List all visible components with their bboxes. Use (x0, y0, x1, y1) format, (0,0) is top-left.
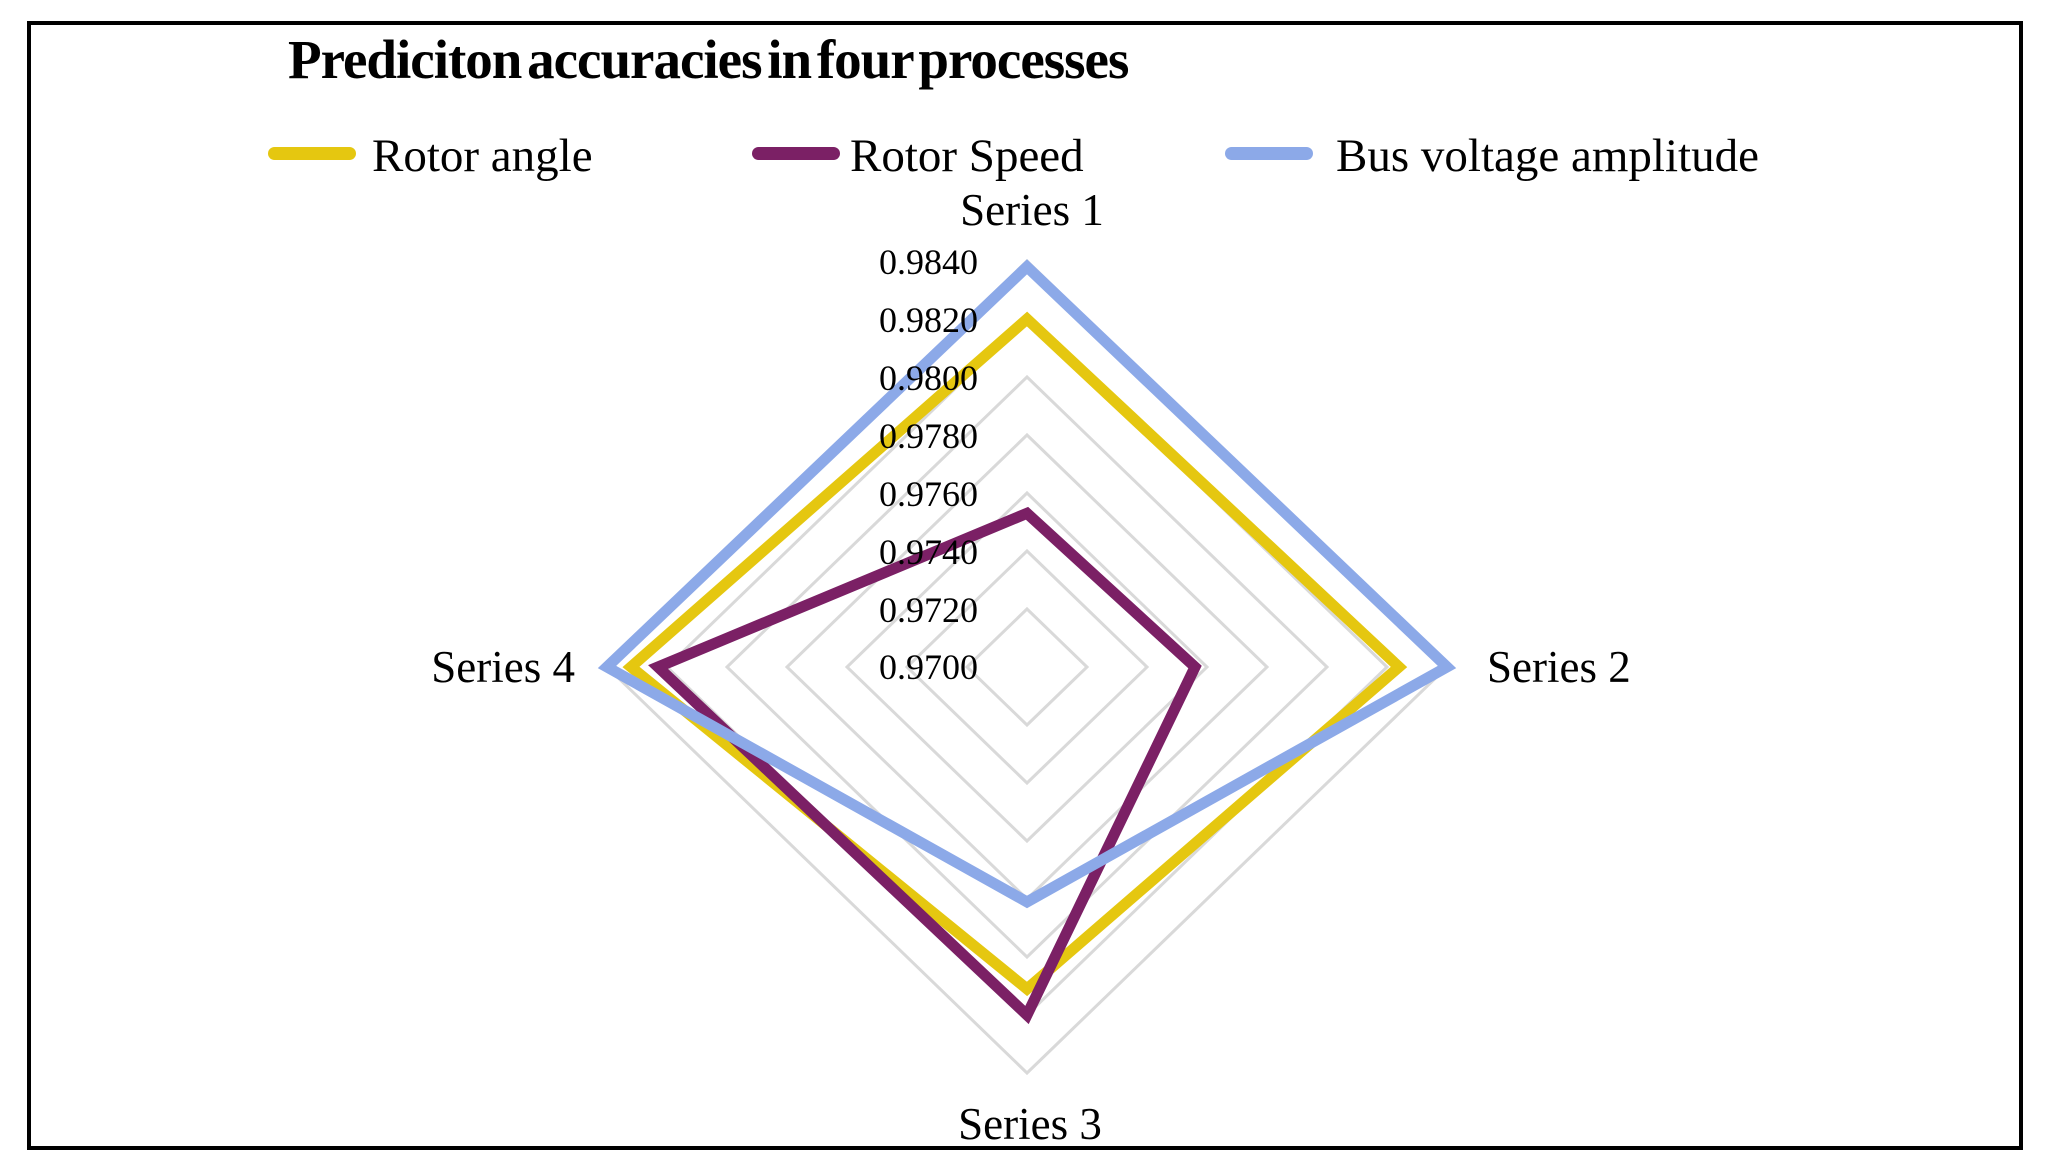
grid-ring (904, 548, 1150, 786)
tick-label: 0.9800 (879, 358, 978, 398)
legend-swatch-rotor-angle (268, 147, 356, 160)
grid-ring (724, 374, 1330, 960)
legend-label-rotor-angle: Rotor angle (372, 130, 593, 182)
grid-ring (844, 490, 1210, 844)
legend-label-bus-voltage: Bus voltage amplitude (1336, 130, 1759, 182)
tick-label: 0.9840 (879, 242, 978, 282)
legend-swatch-bus-voltage (1225, 147, 1313, 160)
axis-label-series-4: Series 4 (431, 642, 575, 692)
tick-label: 0.9700 (879, 647, 978, 687)
series-polygon-bus-voltage-amplitude (597, 259, 1457, 909)
series-polygon-rotor-angle (622, 311, 1408, 997)
series-polygon-rotor-speed (648, 506, 1202, 1025)
axis-label-series-3: Series 3 (958, 1099, 1102, 1149)
chart-border (27, 21, 2023, 1150)
legend-swatch-rotor-speed (752, 147, 840, 160)
tick-label: 0.9820 (879, 300, 978, 340)
grid-ring (604, 258, 1450, 1076)
tick-label: 0.9760 (879, 474, 978, 514)
tick-label: 0.9720 (879, 590, 978, 630)
grid-ring (964, 606, 1090, 728)
chart-title: Prediciton accuracies in four processes (288, 29, 1129, 90)
grid-ring (664, 316, 1390, 1018)
legend-label-rotor-speed: Rotor Speed (850, 130, 1084, 182)
axis-label-series-1: Series 1 (960, 185, 1104, 235)
tick-label: 0.9780 (879, 416, 978, 456)
tick-label: 0.9740 (879, 532, 978, 572)
axis-label-series-2: Series 2 (1487, 642, 1631, 692)
